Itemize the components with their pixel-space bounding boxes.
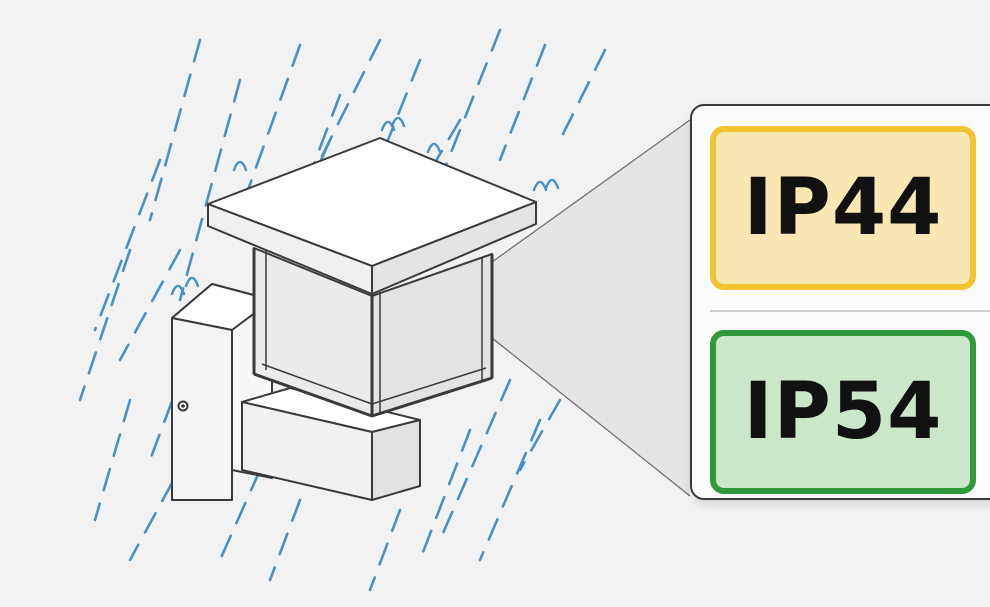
rain-streak xyxy=(218,468,262,562)
splash-mark xyxy=(390,116,406,128)
ip-rating-panel: IP44 IP54 xyxy=(690,104,990,500)
splash-mark xyxy=(232,160,248,172)
rain-streak xyxy=(148,38,202,222)
rain-streak xyxy=(368,508,402,592)
rain-streak xyxy=(438,28,502,182)
rain-streak xyxy=(268,498,302,582)
splash-mark xyxy=(532,180,548,192)
rain-streak xyxy=(78,248,132,402)
rain-streak xyxy=(438,378,512,542)
rain-streak xyxy=(478,418,542,562)
rain-streak xyxy=(498,43,547,162)
callout-beam xyxy=(492,120,690,496)
callout-beam-edge-top xyxy=(491,119,691,263)
mount-arm-side xyxy=(371,419,421,501)
lantern-roof-right xyxy=(371,201,537,295)
splash-mark xyxy=(170,284,186,296)
rain-streak xyxy=(118,248,182,362)
splash-mark xyxy=(426,142,442,154)
rain-streak xyxy=(178,78,242,302)
splash-mark xyxy=(544,178,560,190)
ip54-badge: IP54 xyxy=(710,330,976,494)
rain-streak xyxy=(93,398,132,522)
callout-beam-edge-bottom xyxy=(491,337,691,497)
splash-mark xyxy=(184,276,200,288)
rain-streak xyxy=(418,428,472,562)
ip44-badge: IP44 xyxy=(710,126,976,290)
rain-streak xyxy=(518,398,562,472)
rain-streak xyxy=(93,158,162,332)
wall-plate-face xyxy=(171,317,233,501)
panel-divider xyxy=(710,310,990,312)
wall-lantern-icon xyxy=(171,137,537,501)
rain-streak xyxy=(558,48,607,142)
